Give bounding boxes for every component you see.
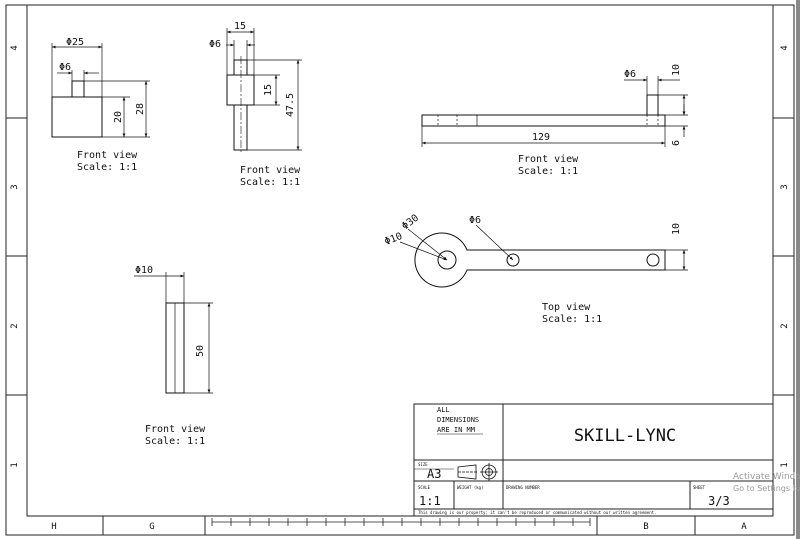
front-view-4: Φ10 50 Front view Scale: 1:1 xyxy=(134,265,213,447)
scale-value: 1:1 xyxy=(419,494,441,508)
view3-dim-lines xyxy=(421,76,688,147)
sheet-label: SHEET xyxy=(693,485,706,490)
top-view-geometry xyxy=(414,232,666,288)
note-line-3: ARE IN MM xyxy=(437,426,475,434)
zone-markers xyxy=(6,117,794,535)
view4-dim-dia10: Φ10 xyxy=(135,265,153,276)
copyright-footer: This drawing is our property; it can't b… xyxy=(418,510,656,515)
view3-dim-129: 129 xyxy=(532,132,550,143)
view2-geometry xyxy=(226,56,255,154)
zone-row-left-2: 2 xyxy=(10,323,20,328)
view4-title: Front view xyxy=(145,424,206,435)
view2-dim-lines xyxy=(226,28,302,151)
drawing-title: SKILL-LYNC xyxy=(574,426,676,446)
front-view-3: Φ6 10 129 6 Front view Scale: 1:1 xyxy=(421,64,688,177)
view1-dim-20: 20 xyxy=(113,111,124,123)
view2-dim-15-top: 15 xyxy=(234,21,246,32)
zone-row-right-3: 3 xyxy=(780,184,790,189)
view4-scale: Scale: 1:1 xyxy=(145,436,205,447)
note-line-1: ALL xyxy=(437,406,450,414)
zone-row-right-2: 2 xyxy=(780,323,790,328)
zone-row-left-4: 4 xyxy=(10,45,20,50)
view2-title: Front view xyxy=(240,165,301,176)
top-view-dim-lines xyxy=(399,224,688,271)
zone-col-h: H xyxy=(51,522,56,532)
view1-geometry xyxy=(51,80,103,138)
zone-col-g: G xyxy=(149,522,154,532)
view2-dim-15-side: 15 xyxy=(263,84,274,96)
zone-row-right-1: 1 xyxy=(780,462,790,467)
view3-scale: Scale: 1:1 xyxy=(518,166,578,177)
top-view-dim-10: 10 xyxy=(671,223,682,235)
weight-label: WEIGHT (kg) xyxy=(457,485,484,490)
zone-row-left-3: 3 xyxy=(10,184,20,189)
view1-dim-28: 28 xyxy=(135,103,146,115)
zone-row-left-1: 1 xyxy=(10,462,20,467)
view3-dim-dia6: Φ6 xyxy=(624,69,636,80)
view3-dim-6: 6 xyxy=(671,140,682,146)
view1-scale: Scale: 1:1 xyxy=(77,162,137,173)
sheet-value: 3/3 xyxy=(708,494,730,508)
view1-title: Front view xyxy=(77,150,138,161)
view4-geometry xyxy=(165,302,185,394)
view3-dim-10: 10 xyxy=(671,64,682,76)
view2-scale: Scale: 1:1 xyxy=(240,177,300,188)
front-view-2: 15 Φ6 15 47.5 Front view Scale: 1:1 xyxy=(209,21,302,188)
view1-dim-dia6: Φ6 xyxy=(59,62,71,73)
title-block: ALL DIMENSIONS ARE IN MM SKILL-LYNC SIZE… xyxy=(414,404,773,515)
scale-label: SCALE xyxy=(418,485,431,490)
size-label: SIZE xyxy=(418,462,428,467)
drawing-number-label: DRAWING NUMBER xyxy=(506,485,540,490)
activation-watermark-line2: Go to Settings to xyxy=(733,484,800,493)
view3-geometry xyxy=(421,94,666,127)
view2-dim-47-5: 47.5 xyxy=(285,93,296,117)
title-block-grid xyxy=(414,404,773,510)
scale-ruler xyxy=(211,518,591,526)
view4-dim-lines xyxy=(134,272,213,394)
top-view-scale: Scale: 1:1 xyxy=(542,314,602,325)
view4-dim-50: 50 xyxy=(195,345,206,357)
zone-col-a: A xyxy=(741,522,747,532)
window-edge xyxy=(796,0,800,539)
zone-row-right-4: 4 xyxy=(780,45,790,50)
note-line-2: DIMENSIONS xyxy=(437,416,479,424)
view1-dim-dia25: Φ25 xyxy=(66,37,84,48)
view1-dim-lines xyxy=(51,43,150,138)
size-value: A3 xyxy=(427,467,441,481)
projection-symbol-icon xyxy=(457,463,498,481)
top-view-dim-dia6: Φ6 xyxy=(469,215,481,226)
front-view-1: Φ25 Φ6 20 28 Front view Scale: 1:1 xyxy=(51,37,150,173)
view3-title: Front view xyxy=(518,154,579,165)
view2-dim-dia6: Φ6 xyxy=(209,39,221,50)
top-view-title: Top view xyxy=(542,302,591,313)
zone-col-b: B xyxy=(643,522,648,532)
activation-watermark-line1: Activate Windo xyxy=(733,472,800,482)
